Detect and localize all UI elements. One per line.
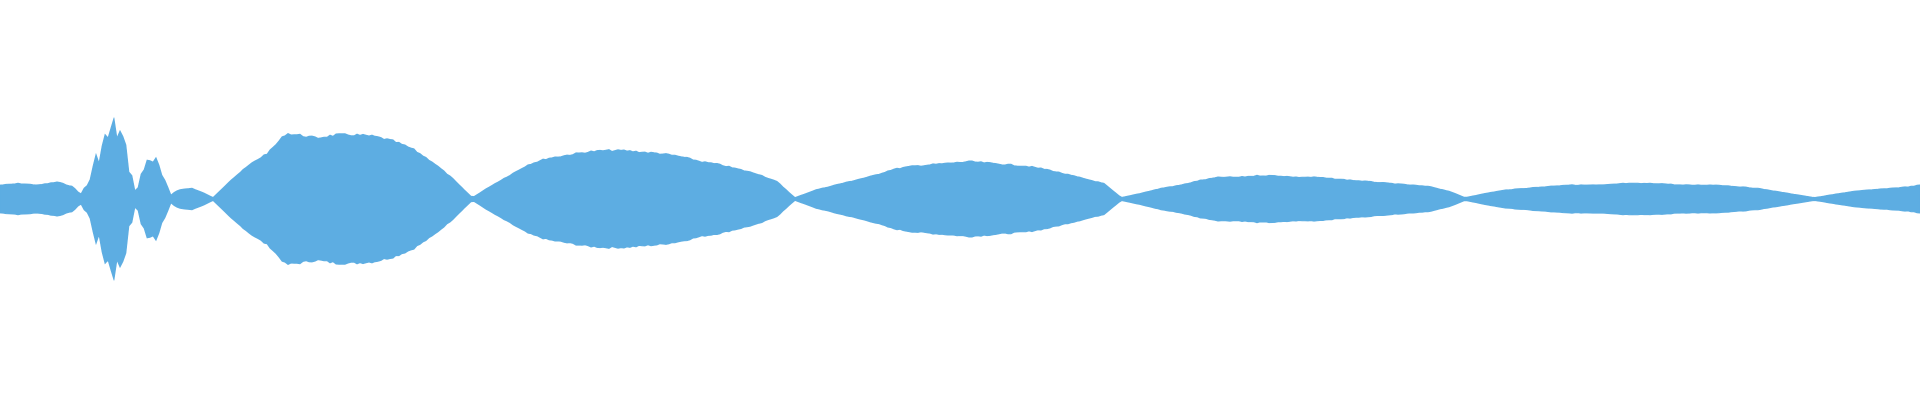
- waveform-shape: [0, 117, 1920, 281]
